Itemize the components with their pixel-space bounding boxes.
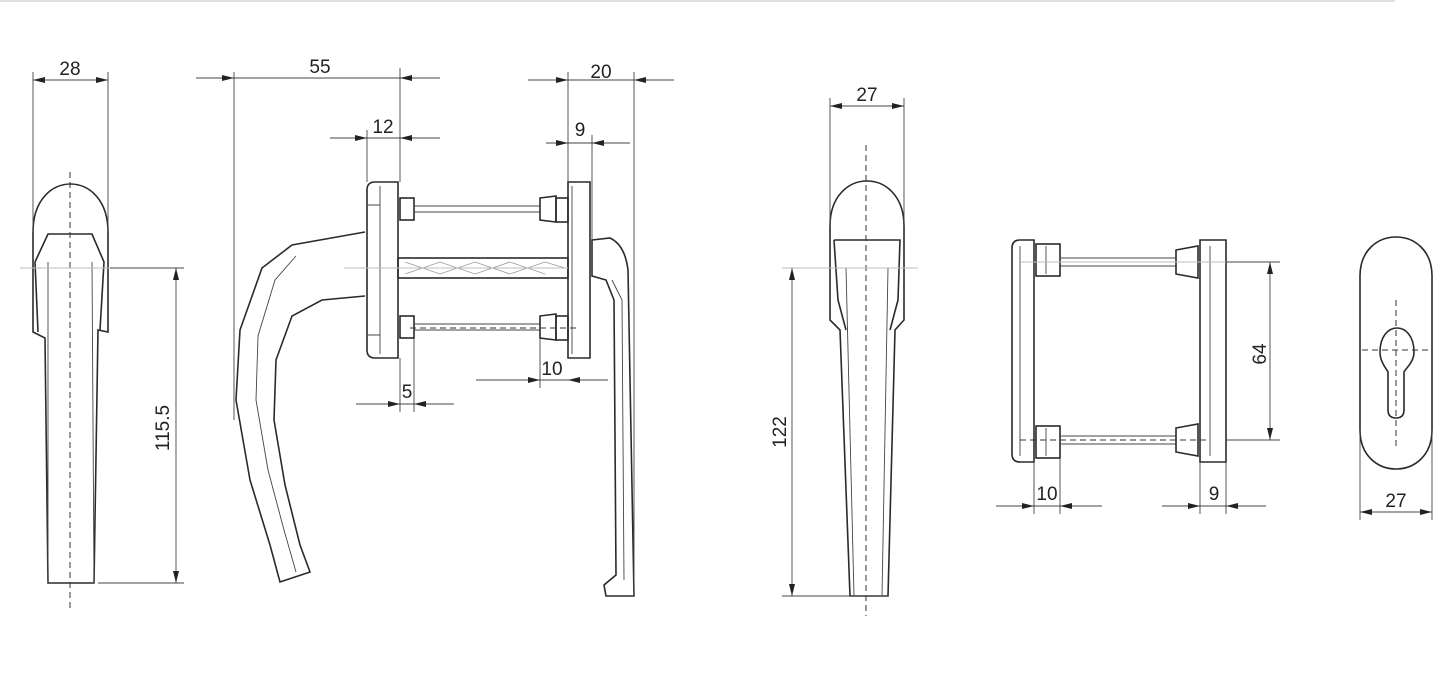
dim-escutcheon-width: 27: [1385, 491, 1406, 512]
dim-spacer: 10: [541, 359, 562, 380]
dim-rose-right: 20: [590, 62, 611, 83]
dim-screw-spacing: 64: [1250, 343, 1271, 365]
view-side-handle: 28 115.5: [20, 59, 184, 608]
view-front-handle: 27 122: [770, 85, 918, 616]
dim-side-width: 28: [59, 59, 80, 80]
dim-plate-left: 10: [1036, 484, 1057, 505]
dim-rose-offset: 5: [402, 382, 413, 403]
top-border: [0, 0, 1395, 2]
dim-plate-right: 9: [1209, 484, 1220, 505]
view-profile-assembly: 55 12 5 20 9 10: [196, 57, 674, 597]
dim-front-width: 27: [856, 85, 877, 106]
view-rose-plates: 64 10 9: [996, 239, 1280, 514]
view-escutcheon: 27: [1359, 236, 1433, 520]
dim-profile-reach: 55: [309, 57, 330, 78]
dim-side-height: 115.5: [153, 405, 174, 451]
dim-back-plate: 9: [575, 120, 586, 141]
dim-front-height: 122: [770, 416, 791, 448]
dim-rose-left: 12: [372, 117, 393, 138]
